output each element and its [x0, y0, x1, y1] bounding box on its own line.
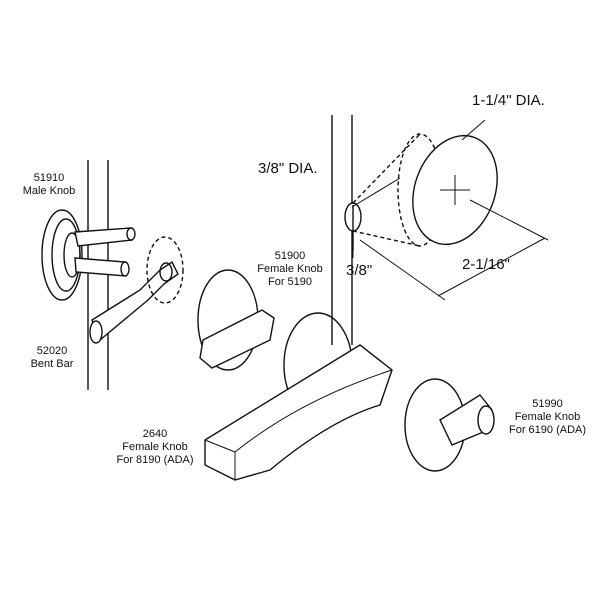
part-note: For 8190 (ADA) [116, 454, 194, 466]
female-knob-2640 [204, 312, 393, 481]
part-number: 51900 [274, 250, 306, 262]
part-label-52020: 52020 Bent Bar [22, 345, 82, 371]
part-label-51990: 51990 Female Knob For 6190 (ADA) [500, 398, 595, 437]
knob-diameter-label: 1-1/4" DIA. [472, 92, 545, 109]
hole-diameter-label: 3/8" DIA. [258, 160, 318, 177]
bent-bar-52020 [89, 236, 184, 344]
part-label-2640: 2640 Female Knob For 8190 (ADA) [110, 428, 200, 467]
part-name: Male Knob [22, 185, 76, 197]
part-name: Bent Bar [30, 358, 74, 370]
hole-offset-label: 3/8" [346, 262, 373, 279]
part-number: 51990 [532, 398, 563, 410]
part-number: 51910 [33, 172, 65, 184]
part-note: For 6190 (ADA) [508, 424, 587, 436]
dimension-drawing [344, 119, 549, 301]
part-label-51910: 51910 Male Knob [14, 172, 84, 198]
part-name: Female Knob [257, 263, 323, 275]
male-knob-51910 [41, 209, 136, 301]
part-number: 2640 [142, 428, 168, 440]
part-note: For 5190 [267, 276, 313, 288]
female-knob-51990 [404, 378, 495, 472]
part-name: Female Knob [514, 411, 581, 423]
depth-label: 2-1/16" [462, 256, 510, 273]
part-number: 52020 [36, 345, 68, 357]
female-knob-51900 [197, 269, 275, 371]
part-name: Female Knob [122, 441, 188, 453]
part-label-51900: 51900 Female Knob For 5190 [250, 250, 330, 289]
